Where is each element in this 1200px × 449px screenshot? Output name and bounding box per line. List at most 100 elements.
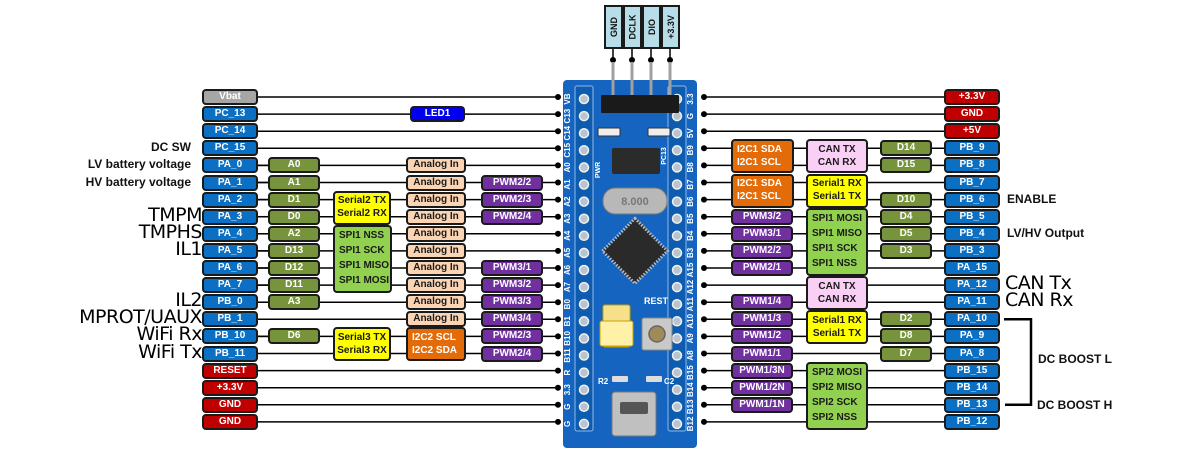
left-pin-gnd: GND	[202, 413, 258, 430]
silk-right: B3	[686, 247, 695, 258]
dc-boost-l-label: DC BOOST L	[1038, 351, 1112, 366]
arduino-label: D5	[880, 225, 932, 242]
arduino-label: A0	[268, 157, 320, 174]
left-pin-pb0: PB_0	[202, 294, 258, 311]
left-header-strip	[574, 85, 594, 432]
silk-left: A0	[563, 162, 572, 173]
arduino-label: A1	[268, 174, 320, 191]
label-line: SPI2 MOSI	[812, 367, 863, 379]
wire-dot	[701, 316, 707, 323]
silk-left: 3.3	[563, 384, 572, 396]
wire-dot	[701, 196, 707, 203]
header-pad	[578, 247, 590, 259]
left-annotation-large: TMPHS	[138, 220, 203, 243]
header-pad	[578, 281, 590, 293]
mcu-chip	[600, 216, 670, 286]
wire-dot	[701, 350, 707, 357]
right-pin-pa10: PA_10	[944, 311, 1000, 328]
left-annotation-large: MPROT/UAUX	[79, 306, 202, 329]
right-pin-pb12: PB_12	[944, 413, 1000, 430]
wire-dot	[555, 94, 561, 100]
left-pin-pa4: PA_4	[202, 225, 258, 242]
label-line: Serial3 TX	[337, 331, 387, 343]
silk-left: A3	[563, 213, 572, 224]
label-line: SPI1 MISO	[812, 228, 863, 240]
wire-dot	[555, 299, 561, 306]
arduino-label: D6	[268, 328, 320, 345]
header-pad	[671, 350, 683, 361]
left-pin-vbat: Vbat	[202, 89, 258, 105]
right-pin-pb14: PB_14	[944, 379, 1000, 396]
pwm-left-label: PWM2/4	[481, 345, 543, 362]
silk-left: A1	[563, 179, 572, 190]
wire-dot	[555, 247, 561, 254]
silk-right: A8	[686, 350, 695, 361]
right-pin-pb13: PB_13	[944, 396, 1000, 413]
wire-dot	[555, 350, 561, 357]
wire-dot	[701, 145, 707, 152]
left-pin-pb10: PB_10	[202, 328, 258, 345]
wire-dot	[701, 333, 707, 340]
silk-right: B4	[686, 230, 695, 241]
analog-in-label: Analog In	[406, 174, 466, 191]
arduino-label: D4	[880, 208, 932, 225]
silk-left: B11	[563, 348, 572, 363]
wire-dot	[555, 316, 561, 323]
header-pad	[671, 162, 683, 173]
swd-header-dio: DIO	[642, 5, 661, 49]
arduino-label: D1	[268, 191, 320, 208]
label-line: I2C2 SCL	[412, 331, 456, 343]
right-pin-pb5: PB_5	[944, 208, 1000, 225]
silk-left: G	[563, 404, 572, 410]
header-pad	[578, 333, 590, 344]
left-pin-pa3: PA_3	[202, 208, 258, 225]
left-annotation: LV battery voltage	[87, 157, 191, 172]
right-pin-pb7: PB_7	[944, 174, 1000, 191]
header-pad	[671, 264, 683, 276]
silk-left: B10	[563, 331, 572, 346]
crystal-label: 8.000	[621, 196, 649, 208]
header-pad	[671, 384, 683, 395]
right-pin-pb15: PB_15	[944, 362, 1000, 379]
wire-dot	[701, 128, 707, 135]
right-pin-pb6: PB_6	[944, 191, 1000, 208]
right-pin-pb4: PB_4	[944, 225, 1000, 242]
pc13-silk: PC13	[661, 147, 668, 165]
label-line: Serial1 TX	[812, 327, 862, 339]
header-pad	[578, 264, 590, 276]
header-pad	[578, 162, 590, 173]
wire-dot	[555, 213, 561, 220]
left-pin-pa5: PA_5	[202, 242, 258, 259]
left-pin-pa1: PA_1	[202, 174, 258, 191]
wire-dot	[701, 230, 707, 237]
usb-opening	[620, 402, 648, 414]
silk-right: A11	[686, 297, 695, 312]
analog-in-label: Analog In	[406, 208, 466, 225]
swd-label: DCLK	[627, 14, 638, 40]
label-line: CAN RX	[817, 293, 857, 305]
wire-dot	[701, 179, 707, 186]
wire-dot	[555, 367, 561, 374]
silk-right: B6	[686, 196, 695, 207]
pwm-right-label: PWM3/1	[731, 225, 793, 242]
label-line: SPI1 NSS	[339, 230, 385, 242]
silk-right: B9	[686, 145, 695, 156]
left-annotation-large: TMPM	[148, 203, 202, 226]
pwm-right-label: PWM2/1	[731, 260, 793, 276]
r2-resistor	[612, 376, 628, 382]
arduino-label: D15	[880, 157, 932, 174]
header-pad	[671, 316, 683, 327]
arduino-label: D0	[268, 208, 320, 225]
silk-left: C15	[563, 142, 572, 157]
swd-pin-housing	[601, 95, 679, 113]
label-line: SPI1 NSS	[812, 258, 858, 270]
wire-dot	[555, 418, 561, 425]
pwm-left-label: PWM3/1	[481, 260, 543, 276]
analog-in-label: Analog In	[406, 260, 466, 276]
arduino-label: A2	[268, 225, 320, 242]
label-line: CAN TX	[818, 143, 856, 155]
swd-pin	[630, 62, 634, 96]
wire-dot	[555, 179, 561, 186]
